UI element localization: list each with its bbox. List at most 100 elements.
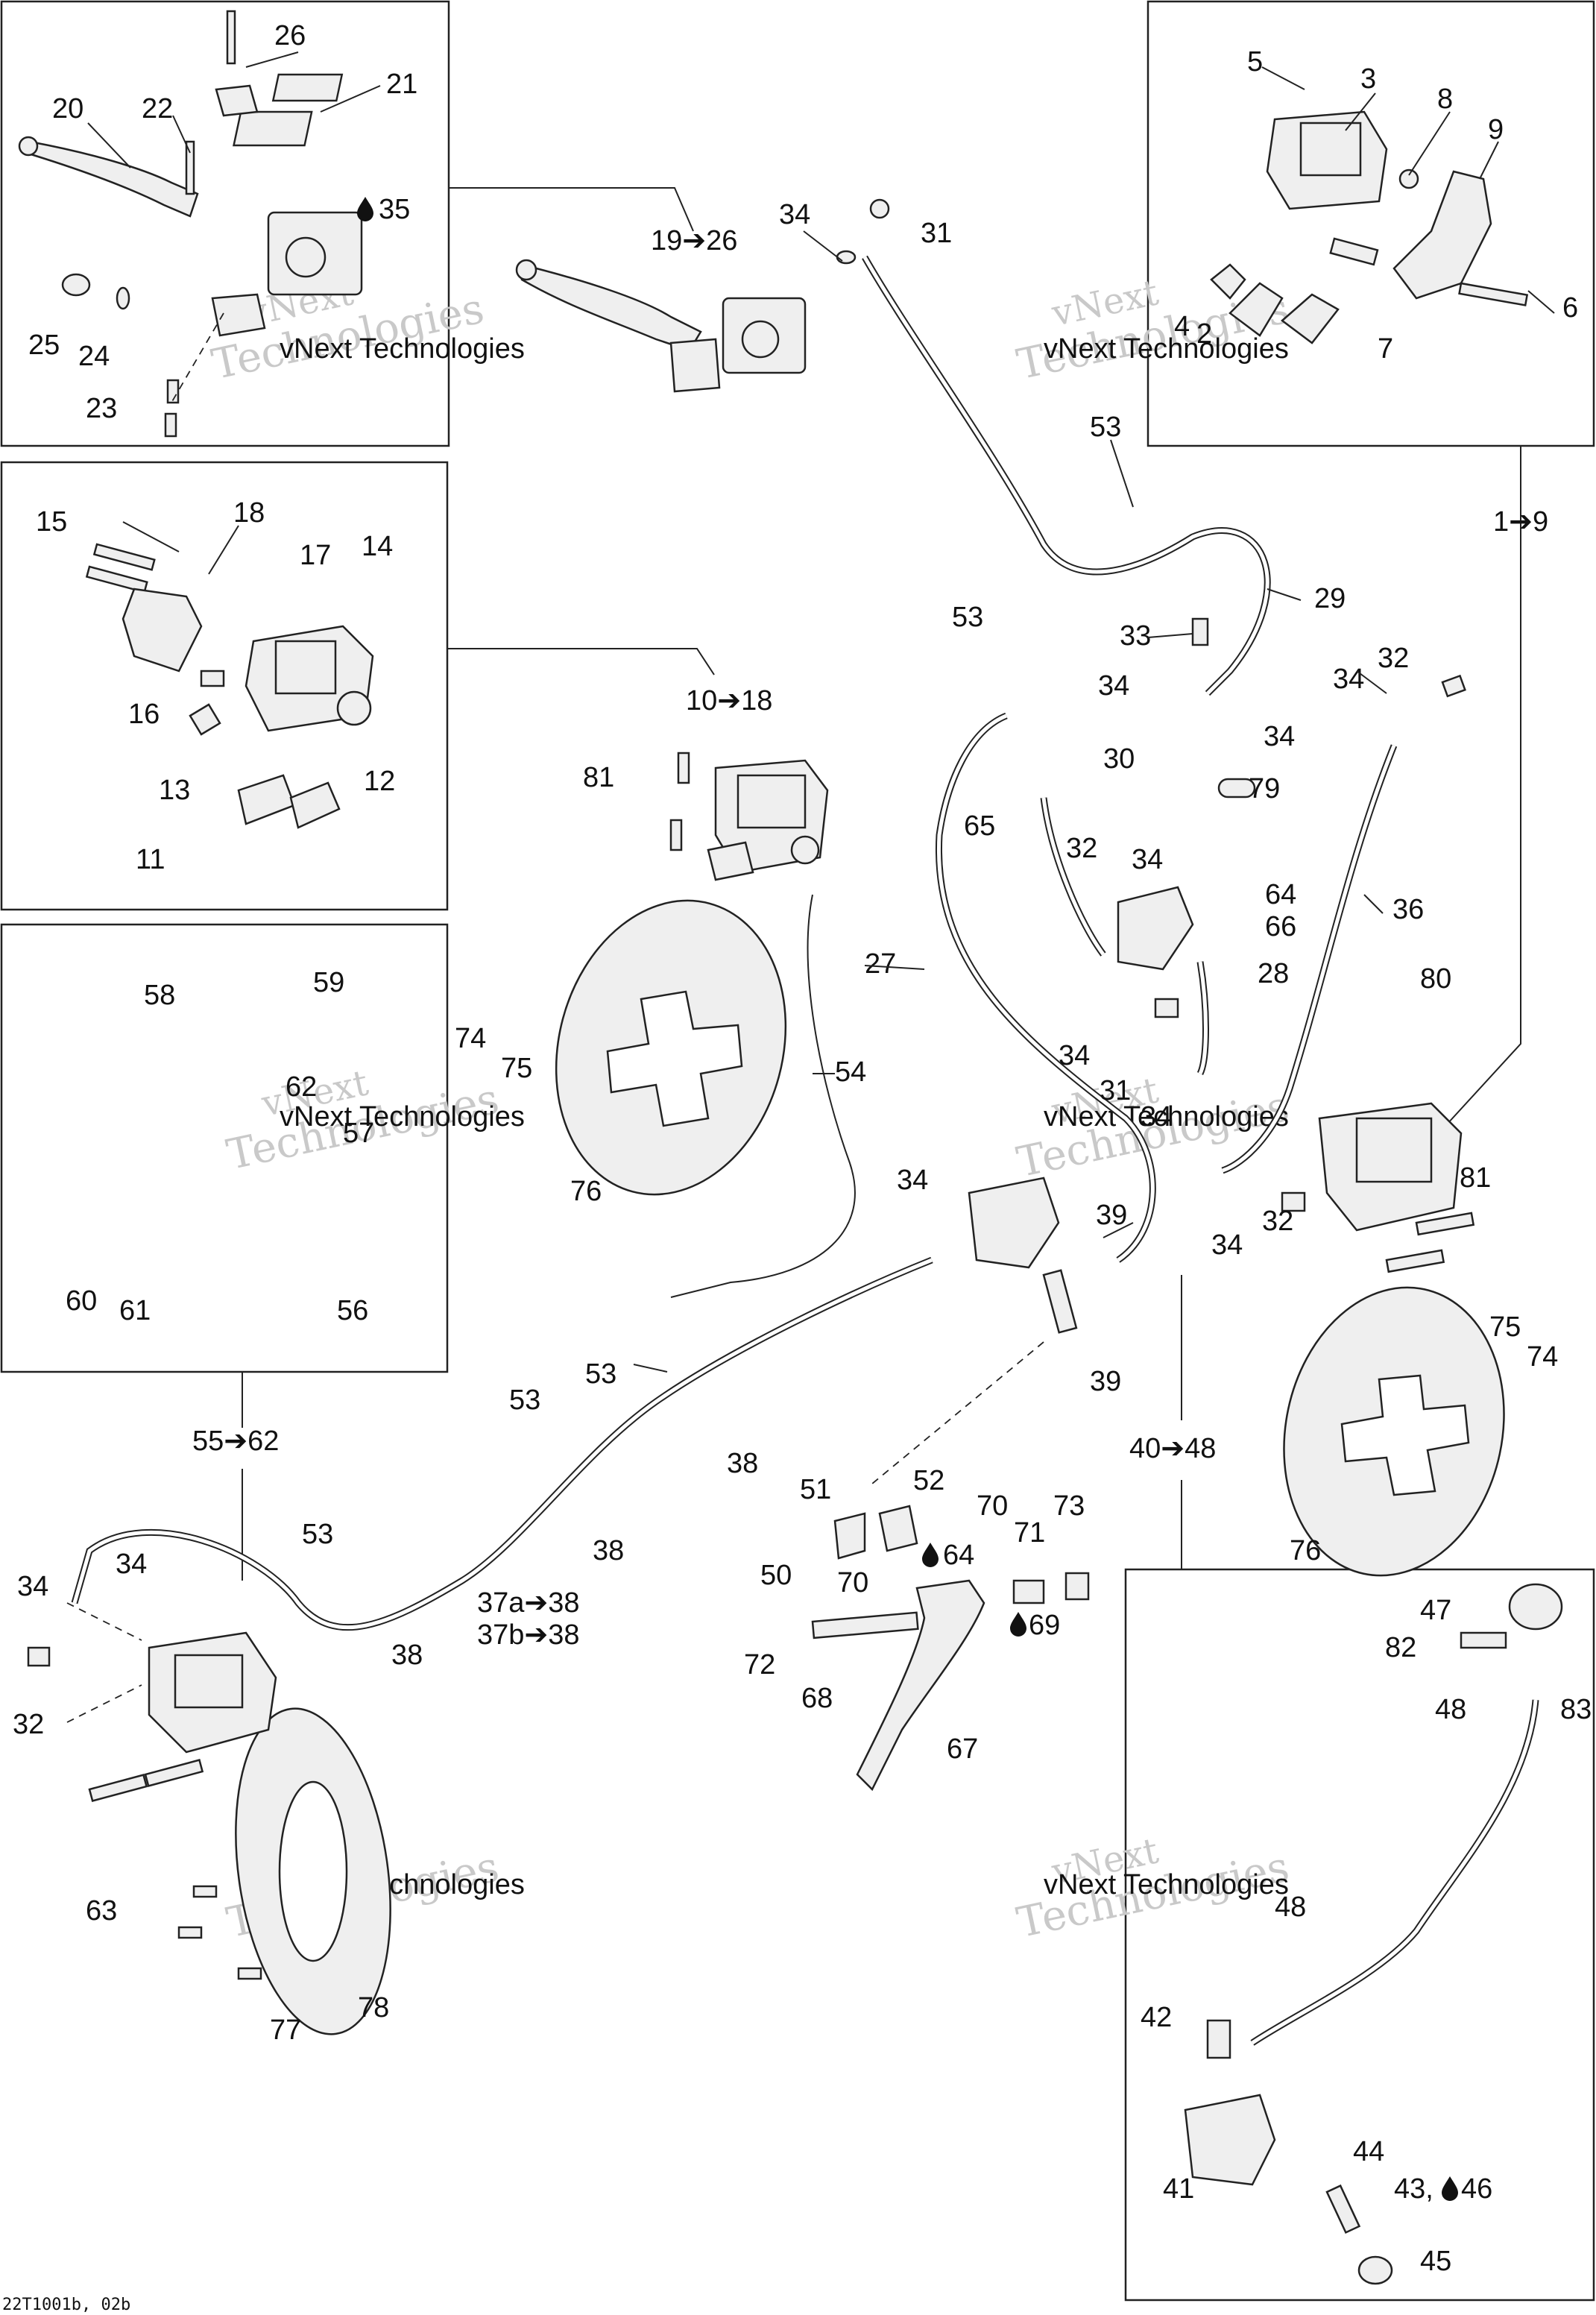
callout-39: 39	[1096, 1200, 1127, 1231]
callout-27: 27	[865, 948, 896, 980]
callout-28: 28	[1258, 958, 1289, 989]
watermark-small: vNext Technologies	[280, 333, 525, 365]
callout-37b-38: 37b➔38	[477, 1619, 580, 1651]
brake-lever	[25, 140, 199, 218]
callout-61: 61	[119, 1295, 151, 1326]
callout-53: 53	[585, 1358, 616, 1390]
callout-76: 76	[570, 1176, 602, 1207]
callout-51: 51	[800, 1474, 831, 1505]
callout-54: 54	[835, 1056, 866, 1088]
front-caliper-parts	[85, 543, 374, 829]
callout-4: 4	[1174, 311, 1190, 342]
callout-65: 65	[964, 810, 995, 842]
callout-67: 67	[947, 1733, 978, 1765]
callout-31: 31	[1100, 1075, 1131, 1106]
right-caliper-parts	[1318, 1102, 1475, 1273]
callout-53: 53	[1090, 412, 1121, 443]
callout-43: 43,	[1394, 2173, 1433, 2205]
clamp	[215, 84, 259, 117]
callout-25: 25	[28, 330, 60, 361]
callout-31: 31	[921, 218, 952, 249]
callout-79: 79	[1249, 773, 1280, 804]
callout-23: 23	[86, 393, 117, 424]
callout-6: 6	[1562, 292, 1578, 324]
callout-41: 41	[1163, 2173, 1194, 2205]
callout-46: 46	[1461, 2173, 1492, 2205]
callout-50: 50	[760, 1560, 792, 1591]
callout-3: 3	[1360, 63, 1376, 95]
rear-lower-caliper-parts	[66, 1602, 277, 1980]
callout-81: 81	[583, 762, 614, 793]
callout-34: 34	[897, 1165, 928, 1196]
callout-14: 14	[362, 531, 393, 562]
callout-7: 7	[1378, 333, 1393, 365]
watermark-small: vNext Technologies	[280, 1101, 525, 1133]
right-top-caliper-parts	[1210, 110, 1529, 344]
callout-11: 11	[136, 844, 165, 875]
callout-82: 82	[1385, 1632, 1416, 1663]
callout-48: 48	[1275, 1892, 1306, 1923]
callout-34: 34	[116, 1549, 147, 1580]
callout-56: 56	[337, 1295, 368, 1326]
inset-right-caliper-box	[1146, 0, 1595, 447]
callout-21: 21	[386, 69, 417, 100]
callout-29: 29	[1314, 583, 1346, 614]
callout-8: 8	[1437, 84, 1453, 115]
front-master-cylinder-parts	[18, 10, 363, 438]
callout-68: 68	[801, 1683, 833, 1714]
callout-63: 63	[86, 1895, 117, 1927]
callout-75: 75	[1489, 1311, 1521, 1343]
drop-icon	[922, 1543, 939, 1567]
callout-12: 12	[364, 766, 395, 797]
callout-47: 47	[1420, 1595, 1451, 1626]
callout-19-26: 19➔26	[651, 225, 737, 256]
callout-38: 38	[727, 1448, 758, 1479]
callout-34: 34	[1333, 664, 1364, 695]
callout-10-18: 10➔18	[686, 685, 772, 716]
inset-front-master-cylinder-box	[0, 0, 450, 447]
callout-53: 53	[302, 1519, 333, 1550]
front-master-cylinder-main	[515, 259, 807, 393]
leader-lines	[87, 51, 1555, 1373]
callout-78: 78	[358, 1992, 389, 2023]
callout-38: 38	[391, 1640, 423, 1671]
callout-36: 36	[1392, 894, 1424, 925]
brake-disc-upper	[555, 899, 787, 1196]
callout-13: 13	[159, 775, 190, 806]
lever-bracket	[211, 293, 266, 337]
callout-24: 24	[78, 341, 110, 372]
callout-75: 75	[501, 1053, 532, 1084]
callout-35: 35	[379, 194, 410, 225]
callout-26: 26	[274, 20, 306, 51]
watermark-small: vNext Technologies	[1044, 1101, 1289, 1133]
callout-48: 48	[1435, 1694, 1466, 1725]
valve-block-and-pedal	[811, 886, 1194, 1792]
callout-45: 45	[1420, 2246, 1451, 2277]
callout-80: 80	[1420, 963, 1451, 995]
callout-16: 16	[128, 699, 160, 730]
callout-60: 60	[66, 1285, 97, 1317]
callout-70: 70	[837, 1567, 868, 1599]
callout-34: 34	[1141, 1101, 1172, 1133]
callout-5: 5	[1247, 46, 1263, 78]
callout-34: 34	[1098, 670, 1129, 702]
callout-70: 70	[977, 1490, 1008, 1522]
callout-58: 58	[144, 980, 175, 1011]
callout-73: 73	[1053, 1490, 1085, 1522]
brake-disc-lower	[235, 1707, 391, 2035]
callout-18: 18	[233, 497, 265, 529]
callout-74: 74	[1527, 1341, 1558, 1373]
callout-44: 44	[1353, 2136, 1384, 2167]
reservoir-cover	[233, 110, 313, 147]
callout-37a-38: 37a➔38	[477, 1587, 580, 1619]
center-caliper-parts	[669, 752, 829, 881]
drop-icon	[1442, 2176, 1458, 2201]
callout-34: 34	[1211, 1229, 1243, 1261]
callout-71: 71	[1014, 1517, 1045, 1549]
callout-34: 34	[1059, 1040, 1090, 1071]
callout-53: 53	[509, 1385, 540, 1416]
callout-33: 33	[1120, 620, 1151, 652]
callout-53: 53	[952, 602, 983, 633]
inset-rear-caliper-box	[0, 923, 449, 1373]
watermark-small: vNext Technologies	[1044, 1869, 1289, 1900]
